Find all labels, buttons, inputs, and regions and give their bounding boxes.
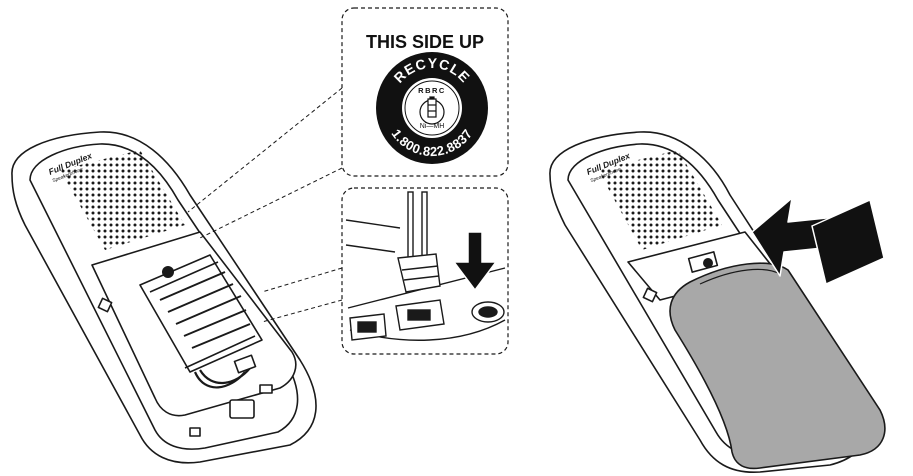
recycle-mark-left — [162, 266, 174, 278]
leader-lines — [187, 87, 343, 323]
battery-label-left — [159, 271, 251, 349]
handset-left-rim — [29, 143, 299, 450]
wire-one — [407, 191, 414, 265]
battery-plug — [397, 253, 441, 293]
seal-chemistry: Ni—MH — [420, 123, 445, 130]
this-side-up-heading: THIS SIDE UP — [366, 32, 484, 52]
callout-this-side-up: THIS SIDE UP RECYCLE 1.800.822.8837 RBRC… — [341, 7, 509, 177]
leader-bottom-lower — [261, 299, 343, 323]
callout-connector — [341, 187, 509, 355]
recycle-seal-icon: RECYCLE 1.800.822.8837 RBRC Ni—MH — [376, 52, 488, 164]
up-arrow-icon — [751, 197, 885, 286]
leader-top-lower — [199, 167, 343, 239]
wire-two — [421, 191, 428, 265]
speaker-grille-left — [60, 150, 185, 250]
charging-slot-left — [229, 399, 255, 419]
battery-recycle-glyph — [419, 96, 445, 125]
battery-cover-edge — [699, 268, 781, 285]
handset-left — [11, 131, 317, 464]
recycle-mark-right — [703, 258, 713, 268]
seal-inner-rbrc: RBRC — [418, 86, 446, 95]
leader-top-upper — [187, 87, 343, 213]
battery-wires-left — [193, 367, 251, 389]
speaker-grille-right — [598, 150, 722, 250]
leader-bottom-upper — [261, 267, 343, 293]
connector-left — [233, 354, 257, 374]
down-arrow-icon — [452, 231, 498, 292]
